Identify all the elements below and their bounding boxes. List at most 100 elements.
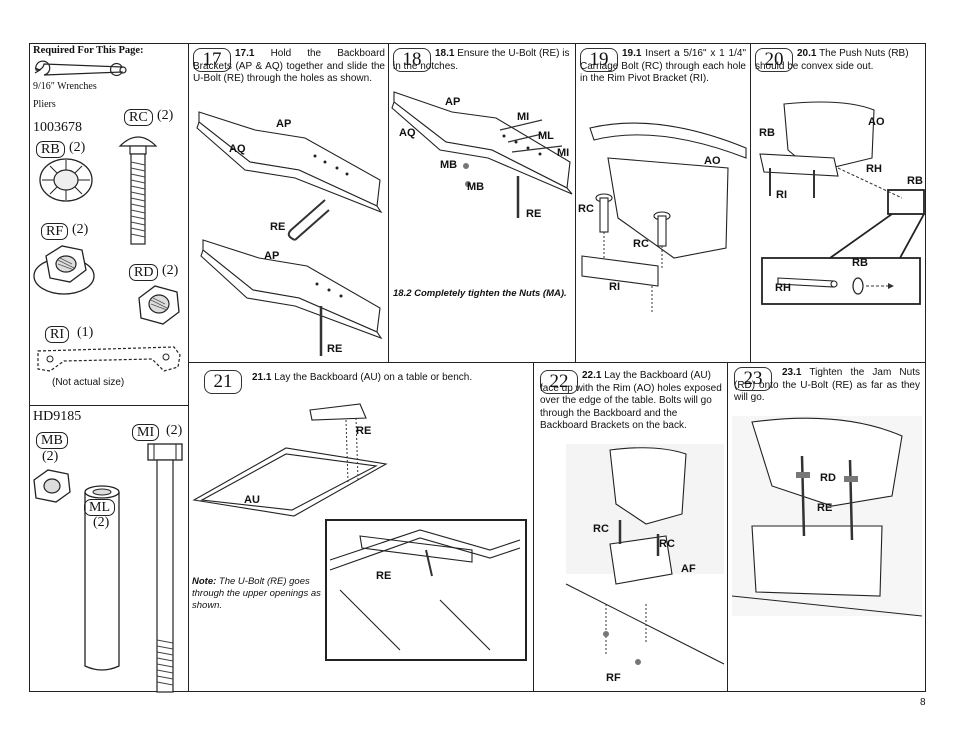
step-17-instruction: Hold the Backboard Brackets (AP & AQ) to…: [193, 48, 385, 84]
step-17-bracket-diagram: [196, 111, 383, 356]
step-21-note: Note: The U-Bolt (RE) goes through the u…: [192, 576, 330, 612]
step-23-sub: 23.1: [782, 367, 802, 378]
step-21-backboard-diagram: [192, 403, 527, 661]
tool-wrench-label: 9/16" Wrenches: [33, 81, 97, 92]
step-number-23: 23: [734, 367, 772, 391]
label-re-17a: RE: [270, 221, 286, 233]
part-badge-ml: ML: [84, 499, 115, 516]
push-nut-illustration: [39, 158, 93, 202]
label-rc-19b: RC: [633, 238, 649, 250]
label-rd-23: RD: [820, 472, 836, 484]
label-re-17b: RE: [327, 343, 343, 355]
part-badge-rb: RB: [36, 141, 65, 158]
step-23-instruction: Tighten the Jam Nuts (RD) onto the U-Bol…: [734, 367, 920, 403]
step-20-instruction: The Push Nuts (RB) should be convex side…: [755, 48, 909, 72]
step-number-21: 21: [204, 370, 242, 394]
label-rh-20a: RH: [866, 163, 882, 175]
step-22-text: 22.1 Lay the Backboard (AU) face up with…: [540, 370, 722, 433]
col-divider-21-22: [533, 362, 534, 692]
part-badge-rf: RF: [41, 223, 69, 240]
hex-nut-illustration: [33, 469, 71, 503]
label-re-21b: RE: [376, 570, 392, 582]
label-rc-22b: RC: [659, 538, 675, 550]
label-rh-20b: RH: [775, 282, 791, 294]
step-21-note-label: Note:: [192, 576, 217, 587]
label-rc-22a: RC: [593, 523, 609, 535]
step-number-17: 17: [193, 48, 231, 72]
step-18-instruction: Ensure the U-Bolt (RE) is in the notches…: [393, 48, 570, 72]
step-19-rim-diagram: [581, 122, 747, 314]
step-19-sub: 19.1: [622, 48, 642, 59]
step-22-sub: 22.1: [582, 370, 602, 381]
sidebar-heading: Required For This Page:: [33, 45, 144, 56]
label-mb-18b: MB: [467, 181, 485, 193]
step-21-note-text: The U-Bolt (RE) goes through the upper o…: [192, 576, 321, 611]
label-re-21a: RE: [356, 425, 372, 437]
step-19-text: 19.1 Insert a 5/16" x 1 1/4" Carriage Bo…: [580, 48, 746, 86]
part-qty-mi: (2): [166, 423, 183, 438]
part-qty-rb: (2): [69, 140, 86, 155]
label-ap-18: AP: [445, 96, 461, 108]
step-17-sub: 17.1: [235, 48, 255, 59]
col-divider-18-19: [575, 43, 576, 363]
label-mi-18a: MI: [517, 111, 530, 123]
step-number-20: 20: [755, 48, 793, 72]
label-ap-17b: AP: [264, 250, 280, 262]
not-actual-size-note: (Not actual size): [52, 377, 125, 388]
page-frame: [29, 43, 926, 692]
part-qty-mb: (2): [42, 449, 59, 464]
tool-pliers-label: Pliers: [33, 99, 56, 110]
carriage-bolt-illustration: [118, 136, 158, 245]
rim-pivot-bracket-illustration: [37, 346, 181, 372]
hex-bolt-illustration: [147, 443, 183, 693]
label-af-22: AF: [681, 563, 696, 575]
step-19-instruction: Insert a 5/16" x 1 1/4" Carriage Bolt (R…: [580, 48, 746, 84]
part-qty-rf: (2): [72, 222, 89, 237]
label-rc-19a: RC: [578, 203, 594, 215]
part-badge-mi: MI: [132, 424, 160, 441]
label-re-18: RE: [526, 208, 542, 220]
step-18-bracket-diagram: [391, 91, 573, 218]
step-21-sub: 21.1: [252, 372, 272, 383]
part-badge-mb: MB: [36, 432, 68, 449]
step-number-22: 22: [540, 370, 578, 394]
label-ap-17a: AP: [276, 118, 292, 130]
sidebar-divider: [188, 43, 189, 692]
part-qty-rc: (2): [157, 108, 174, 123]
part-badge-ri: RI: [45, 326, 69, 343]
part-qty-ml: (2): [93, 515, 110, 530]
label-ao-19: AO: [704, 155, 721, 167]
jam-nut-illustration: [138, 285, 180, 325]
label-au-21: AU: [244, 494, 260, 506]
step-number-18: 18: [393, 48, 431, 72]
label-mi-18b: MI: [557, 147, 570, 159]
label-rb-20b: RB: [907, 175, 923, 187]
label-rb-20a: RB: [759, 127, 775, 139]
part-badge-rc: RC: [124, 109, 153, 126]
col-divider-17-18: [388, 43, 389, 363]
step-18-note: 18.2 Completely tighten the Nuts (MA).: [393, 288, 567, 299]
step-18-sub: 18.1: [435, 48, 455, 59]
step-22-instruction: Lay the Backboard (AU) face up with the …: [540, 370, 722, 431]
part-qty-ri: (1): [77, 325, 94, 340]
page-number: 8: [920, 697, 926, 708]
label-ml-18: ML: [538, 130, 554, 142]
step-21-instruction: Lay the Backboard (AU) on a table or ben…: [274, 372, 473, 383]
label-aq-17: AQ: [229, 143, 246, 155]
wrench-icon: [34, 60, 127, 77]
step-23-text: 23.1 Tighten the Jam Nuts (RD) onto the …: [734, 367, 920, 405]
label-ri-19: RI: [609, 281, 620, 293]
label-ri-20: RI: [776, 189, 787, 201]
sidebar-split-line: [29, 405, 189, 406]
col-divider-22-23: [727, 362, 728, 692]
step-20-pushnut-diagram: [759, 101, 925, 305]
label-ao-20: AO: [868, 116, 885, 128]
step-18-text: 18.1 Ensure the U-Bolt (RE) is in the no…: [393, 48, 573, 73]
label-aq-18: AQ: [399, 127, 416, 139]
col-divider-19-20: [750, 43, 751, 363]
step-17-text: 17.1 Hold the Backboard Brackets (AP & A…: [193, 48, 385, 86]
part-badge-rd: RD: [129, 264, 159, 281]
step-21-text: 21.1 Lay the Backboard (AU) on a table o…: [252, 372, 530, 385]
label-re-23: RE: [817, 502, 833, 514]
step-22-rim-diagram: [565, 444, 725, 665]
